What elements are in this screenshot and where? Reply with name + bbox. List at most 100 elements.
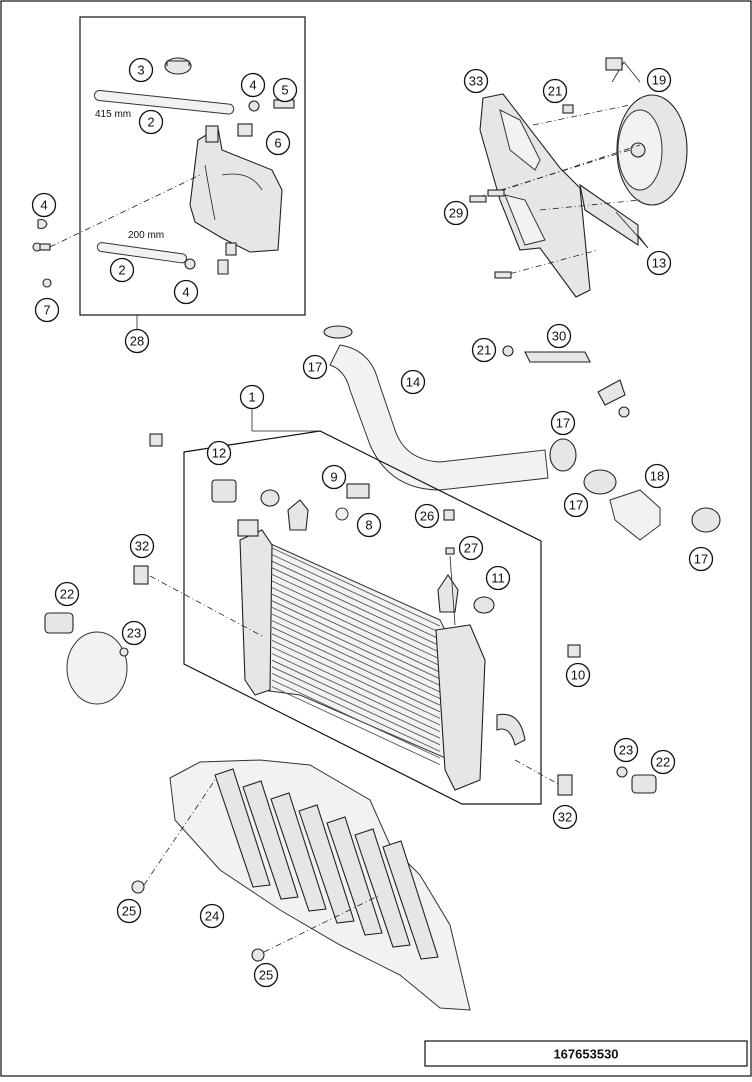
radiator-fin xyxy=(271,587,441,667)
radiator-fin xyxy=(271,600,441,680)
callout-number: 21 xyxy=(548,84,562,99)
hose-bracket-part xyxy=(524,351,591,363)
radiator-fin xyxy=(271,620,441,700)
callout-number: 23 xyxy=(127,626,141,641)
callout-circle xyxy=(471,337,497,363)
callout-number: 24 xyxy=(205,909,219,924)
callout-number: 33 xyxy=(469,74,483,89)
callout-circle xyxy=(552,804,578,830)
radiator-fin xyxy=(271,679,441,759)
callout-8: 8 xyxy=(356,512,382,538)
drawing-number-box: 167653530 xyxy=(424,1040,748,1067)
callout-25: 25 xyxy=(253,962,279,988)
callout-circle xyxy=(121,620,147,646)
callout-9: 9 xyxy=(321,464,347,490)
callout-number: 17 xyxy=(694,552,708,567)
callout-12: 12 xyxy=(206,440,232,466)
callout-25: 25 xyxy=(116,898,142,924)
radiator-shroud xyxy=(131,759,471,1011)
callout-number: 14 xyxy=(406,375,420,390)
callout-circle xyxy=(650,749,676,775)
callout-circle xyxy=(321,464,347,490)
fan-bracket-part xyxy=(579,183,639,247)
callout-number: 12 xyxy=(212,446,226,461)
callout-22: 22 xyxy=(54,581,80,607)
callout-number: 25 xyxy=(259,968,273,983)
shroud-louver xyxy=(326,816,383,936)
callout-circle xyxy=(253,962,279,988)
callout-circle xyxy=(646,67,672,93)
callout-21: 21 xyxy=(471,337,497,363)
callout-circle xyxy=(302,354,328,380)
fan-shroud-part xyxy=(479,93,591,298)
callout-10: 10 xyxy=(565,662,591,688)
callout-4: 4 xyxy=(173,279,199,305)
radiator-fin xyxy=(271,633,441,713)
shroud-louver xyxy=(382,840,439,960)
callout-number: 17 xyxy=(569,498,583,513)
callout-6: 6 xyxy=(265,130,291,156)
callout-number: 5 xyxy=(281,83,288,98)
bushing-part xyxy=(237,123,253,137)
callout-number: 4 xyxy=(40,198,47,213)
callout-number: 30 xyxy=(552,329,566,344)
grommet-part xyxy=(473,596,495,614)
expansion-tank-group: 415 mm 200 mm xyxy=(32,16,306,332)
group-box-28 xyxy=(79,16,306,316)
callout-circle xyxy=(546,323,572,349)
radiator-fins xyxy=(271,547,441,766)
callout-circle xyxy=(485,565,511,591)
callout-circle xyxy=(463,68,489,94)
callout-circle xyxy=(272,77,298,103)
callout-number: 13 xyxy=(652,256,666,271)
callout-circle xyxy=(173,279,199,305)
radiator-fin xyxy=(271,686,441,766)
callout-circle xyxy=(443,200,469,226)
radiator-fin xyxy=(271,547,441,627)
callout-circle xyxy=(128,57,154,83)
hose-short-part xyxy=(96,242,188,264)
radiator-group xyxy=(44,408,657,805)
callout-circle xyxy=(458,535,484,561)
callout-circle xyxy=(138,109,164,135)
radiator-shroud-part xyxy=(169,759,471,1011)
radiator-fin xyxy=(271,560,441,640)
callout-circle xyxy=(240,72,266,98)
callout-number: 4 xyxy=(249,78,256,93)
hose-short-dimension: 200 mm xyxy=(128,230,164,241)
hose-clamp-upper-part xyxy=(323,325,353,339)
radiator-right-tank xyxy=(435,624,486,791)
radiator-fin xyxy=(271,554,441,634)
callout-number: 25 xyxy=(122,904,136,919)
radiator-fin xyxy=(271,626,441,706)
callout-1: 1 xyxy=(239,384,265,410)
callout-29: 29 xyxy=(443,200,469,226)
callout-number: 8 xyxy=(365,518,372,533)
callout-circle xyxy=(116,898,142,924)
callout-number: 23 xyxy=(619,743,633,758)
shroud-louver xyxy=(242,780,299,900)
callout-27: 27 xyxy=(458,535,484,561)
callout-circle xyxy=(356,512,382,538)
hose-connector-part xyxy=(609,489,661,541)
callout-circle xyxy=(34,297,60,323)
callout-circle xyxy=(565,662,591,688)
callout-number: 18 xyxy=(650,469,664,484)
callout-number: 1 xyxy=(248,390,255,405)
callout-17: 17 xyxy=(550,410,576,436)
callout-number: 19 xyxy=(652,73,666,88)
callout-33: 33 xyxy=(463,68,489,94)
radiator-fin xyxy=(271,567,441,647)
callout-circle xyxy=(688,546,714,572)
connector-part xyxy=(217,259,229,275)
callout-circle xyxy=(265,130,291,156)
radiator-fin xyxy=(271,639,441,719)
callout-number: 10 xyxy=(571,668,585,683)
callout-number: 22 xyxy=(656,755,670,770)
radiator-fin xyxy=(271,593,441,673)
callout-14: 14 xyxy=(400,369,426,395)
radiator-fin xyxy=(271,653,441,733)
callout-number: 28 xyxy=(130,334,144,349)
